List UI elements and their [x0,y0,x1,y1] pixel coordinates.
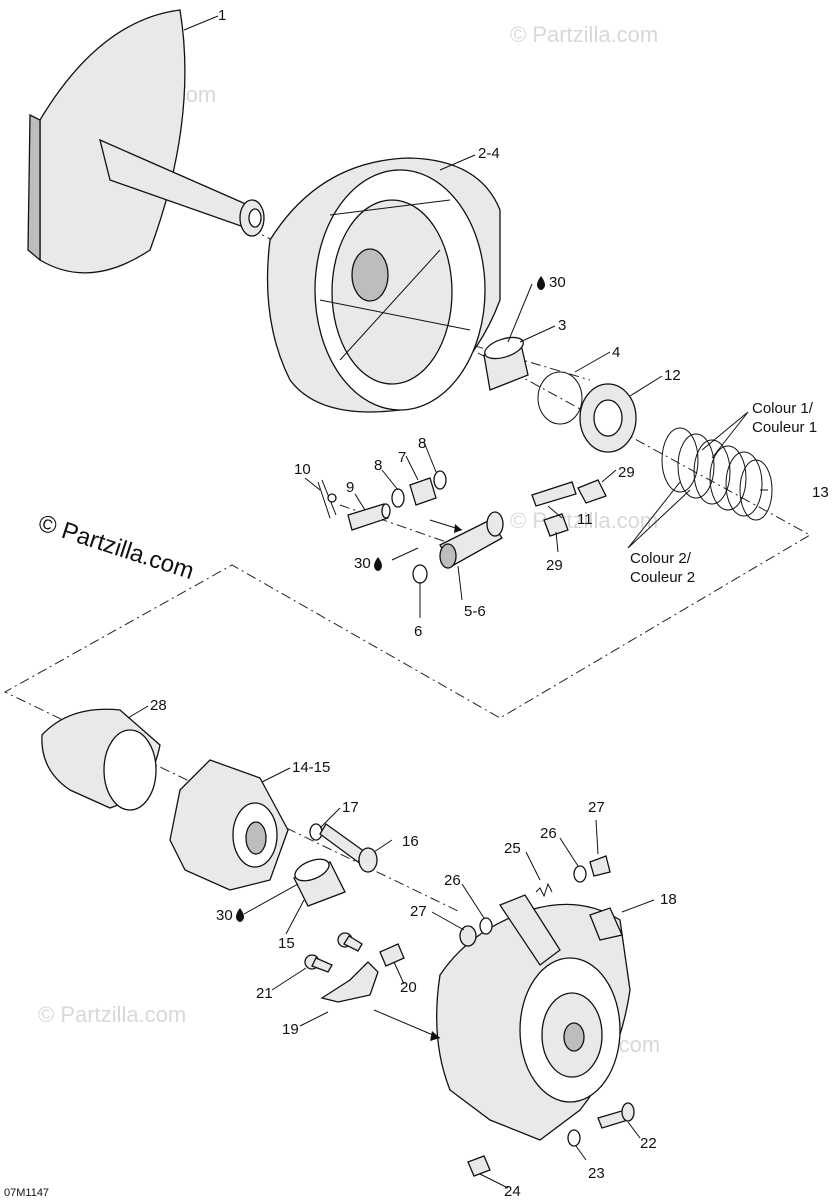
callout-17: 17 [342,799,359,816]
callout-5-6: 5-6 [464,603,486,620]
callout-7: 7 [398,449,406,466]
callout-2-4: 2-4 [478,145,500,162]
watermark-mid-right: © Partzilla.com [510,508,658,533]
part-23-washer [567,1129,581,1147]
callout-14-15: 14-15 [292,759,330,776]
colour-labels: Colour 1/ Couleur 1 Colour 2/ Couleur 2 [630,400,817,586]
callout-30-top: 30 [549,274,566,291]
part-21-bolt [304,932,363,973]
colour-2-line-2: Couleur 2 [630,569,695,586]
callout-28: 28 [150,697,167,714]
callout-27-b: 27 [410,903,427,920]
part-10-cotter-pin [317,479,337,519]
part-16-bolt [319,823,378,873]
callout-29-a: 29 [618,464,635,481]
callout-4: 4 [612,344,620,361]
part-29-nut-b [543,513,569,537]
callout-8-a: 8 [374,457,382,474]
part-22-bolt [597,1102,635,1129]
oil-drop-icon [374,557,382,571]
callout-19: 19 [282,1021,299,1038]
part-17-washer [309,823,323,841]
callout-24: 24 [504,1183,521,1200]
watermark-top-right: © Partzilla.com [510,22,658,47]
callout-20: 20 [400,979,417,996]
part-8-washer-b [433,470,447,490]
callout-8-b: 8 [418,435,426,452]
part-14-cam [169,759,289,891]
callout-labels: 1 2-4 30 3 4 12 13 10 9 8 7 8 29 11 29 3… [150,7,829,1200]
part-27-nut-b [459,925,477,947]
callout-23: 23 [588,1165,605,1182]
callout-12: 12 [664,367,681,384]
callout-26-a: 26 [540,825,557,842]
callout-13: 13 [812,484,829,501]
callout-30-bottom: 30 [216,907,233,924]
callout-16: 16 [402,833,419,850]
copyright-text: © Partzilla.com [35,510,197,586]
callout-6: 6 [414,623,422,640]
callout-10: 10 [294,461,311,478]
part-2-movable-sheave [266,157,501,413]
copyright-group: © Partzilla.com [35,510,197,586]
part-1-fixed-sheave [27,9,265,274]
watermark-bottom-left: © Partzilla.com [38,1002,186,1027]
part-9-pin [347,503,391,531]
oil-drop-icon [236,908,244,922]
leader-lines [127,15,768,1189]
part-25-spring [535,882,553,898]
part-7-roller [409,477,437,506]
assembly-arrow-a [429,519,463,533]
part-13-spring [661,427,773,521]
part-6-washer [412,564,428,584]
part-24-nut [467,1155,491,1177]
part-28-sleeve [41,708,161,811]
part-12-seal [579,383,637,453]
part-5-6-arm [439,511,504,569]
callout-1: 1 [218,7,226,24]
part-29-nut-a [577,479,607,504]
callout-18: 18 [660,891,677,908]
callout-22: 22 [640,1135,657,1152]
callout-29-b: 29 [546,557,563,574]
callout-15: 15 [278,935,295,952]
colour-2-line-1: Colour 2/ [630,550,692,567]
callout-25: 25 [504,840,521,857]
oil-drop-icon [537,276,545,290]
callout-30-mid: 30 [354,555,371,572]
callout-11: 11 [577,511,593,528]
colour-1-line-1: Colour 1/ [752,400,814,417]
callout-27-a: 27 [588,799,605,816]
part-26-washer-b [479,917,493,935]
callout-26-b: 26 [444,872,461,889]
assembly-arrow-b [373,1009,441,1041]
part-20-roller-pin [379,943,405,967]
part-11-pin [531,481,577,507]
callout-21: 21 [256,985,273,1002]
part-27-nut-a [589,855,611,877]
colour-1-line-2: Couleur 1 [752,419,817,436]
part-15-bushing [293,858,346,907]
callout-9: 9 [346,479,354,496]
part-8-washer-a [391,488,405,508]
part-4-circlip [537,371,583,425]
callout-3: 3 [558,317,566,334]
part-3-bushing [483,336,529,391]
part-18-spider [436,894,631,1141]
part-26-washer-a [573,865,587,883]
figure-code: 07M1147 [4,1187,49,1199]
part-19-arm [320,961,379,1003]
